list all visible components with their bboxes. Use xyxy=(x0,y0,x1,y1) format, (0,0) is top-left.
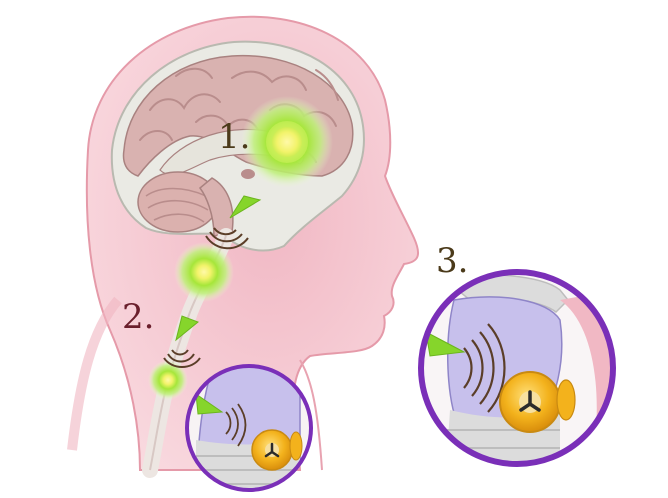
green-arrow-icon xyxy=(229,195,262,219)
magnifier-circle-icon xyxy=(418,269,616,467)
green-arrow-icon xyxy=(425,331,466,357)
signal-nerve-lower xyxy=(148,360,188,400)
sound-wave-icon xyxy=(205,227,249,250)
green-arrow-icon xyxy=(195,392,224,415)
sound-wave-icon xyxy=(163,349,201,368)
signal-nerve-upper xyxy=(174,242,234,302)
step-label-1: 1. xyxy=(218,117,251,157)
neck-back xyxy=(67,296,122,451)
signal-brain xyxy=(241,96,333,188)
green-glow-signal-icon xyxy=(148,360,188,400)
step-label-3: 3. xyxy=(436,241,469,281)
magnifier-circle-icon xyxy=(185,364,313,492)
green-glow-signal-icon xyxy=(241,96,333,188)
step-label-2: 2. xyxy=(122,297,155,337)
orange-implant-icon xyxy=(251,429,303,471)
sound-wave-icon xyxy=(225,403,247,447)
cerebellum xyxy=(137,171,219,233)
throat-detail-large xyxy=(418,269,616,467)
throat-detail-small xyxy=(185,364,313,492)
green-arrow-icon xyxy=(175,315,199,342)
pituitary-gland xyxy=(241,169,255,179)
cerebellum-folds xyxy=(145,187,209,223)
neck-front xyxy=(299,359,323,471)
orange-implant-icon xyxy=(499,371,576,433)
sound-wave-icon xyxy=(463,323,506,413)
brain-region xyxy=(110,40,365,252)
green-glow-signal-icon xyxy=(174,242,234,302)
